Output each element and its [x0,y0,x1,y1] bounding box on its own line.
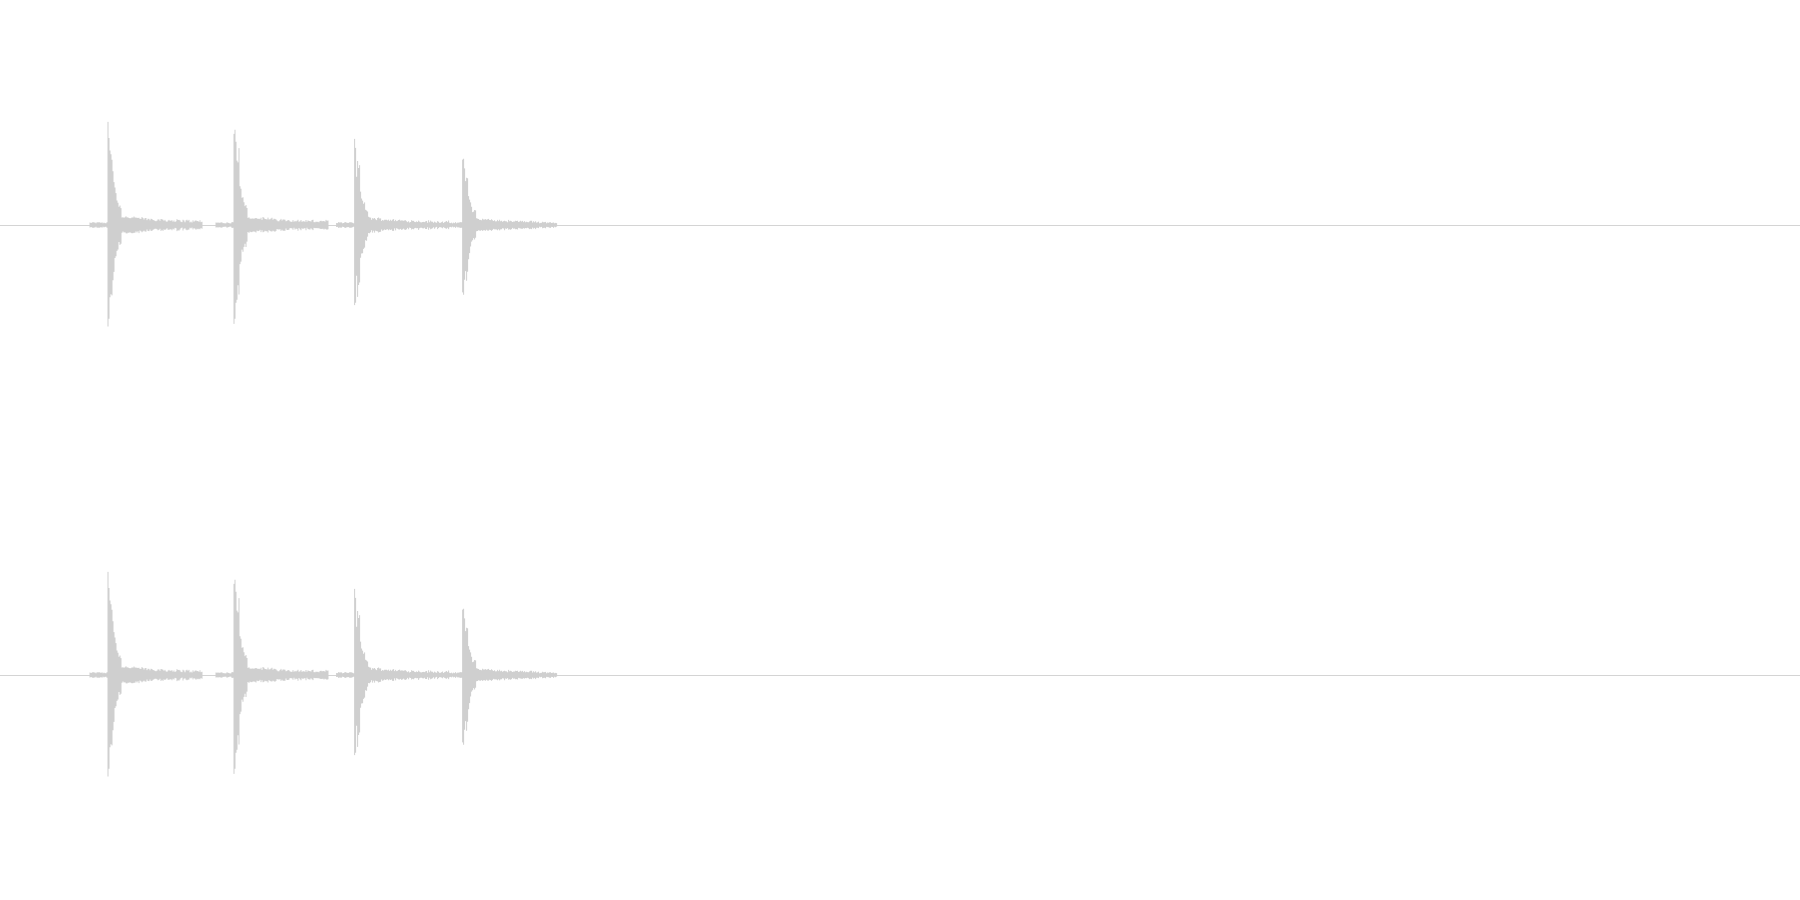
left-transient-3 [336,138,450,306]
right-transient-2 [215,579,329,774]
left-transient-4 [444,158,558,295]
left-transient-2 [215,129,329,324]
right-transient-3 [336,588,450,756]
right-transient-4 [444,608,558,745]
channel-left-track [0,121,1800,327]
right-transient-1 [89,571,203,777]
left-transient-1 [89,121,203,327]
channel-right-track [0,571,1800,777]
